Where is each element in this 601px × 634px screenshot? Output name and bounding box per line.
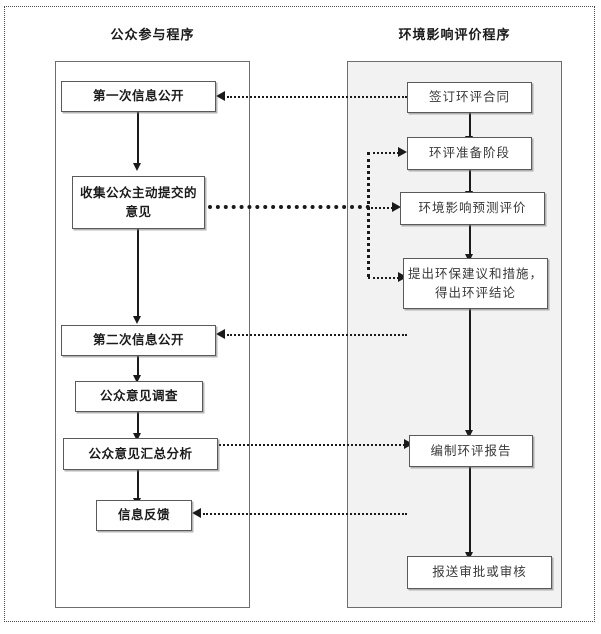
dotted-contract-to-first-disclosure: [227, 96, 407, 98]
connector-prediction-to-measures: [469, 225, 471, 258]
node-submit-approval[interactable]: 报送审批或审核: [407, 556, 552, 589]
node-compile-report-label: 编制环评报告: [430, 442, 512, 458]
dotted-collect-to-spine: [208, 205, 370, 209]
connector-prepare-to-prediction: [469, 170, 471, 194]
node-opinion-analysis[interactable]: 公众意见汇总分析: [63, 438, 218, 470]
arrowhead-measures-to-second-disclosure: [216, 329, 225, 339]
node-information-feedback-label: 信息反馈: [117, 507, 170, 523]
arrowhead-report-to-feedback: [192, 508, 201, 518]
connector-report-to-submit: [469, 467, 471, 555]
arrowhead-spine-to-measures: [398, 272, 407, 282]
arrowhead-measures-to-report: [465, 430, 473, 438]
node-public-opinion-survey-label: 公众意见调查: [99, 388, 178, 404]
node-impact-prediction[interactable]: 环境影响预测评价: [400, 192, 545, 225]
dotted-spine-to-prepare: [368, 152, 399, 154]
arrowhead-collect-to-second: [133, 316, 141, 324]
arrowhead-contract-to-first-disclosure: [216, 91, 225, 101]
node-collect-opinions-label: 收集公众主动提交的意见: [79, 185, 197, 219]
node-second-disclosure-label: 第二次信息公开: [92, 332, 184, 348]
node-first-disclosure[interactable]: 第一次信息公开: [61, 81, 216, 112]
dotted-report-to-feedback: [203, 513, 407, 515]
connector-contract-to-prepare: [469, 113, 471, 140]
arrowhead-first-to-collect: [133, 163, 141, 171]
arrowhead-survey-to-analysis: [133, 433, 141, 441]
node-prepare-stage[interactable]: 环评准备阶段: [407, 137, 532, 170]
node-prepare-stage-label: 环评准备阶段: [428, 145, 510, 161]
node-sign-contract-label: 签订环评合同: [428, 89, 510, 105]
dotted-measures-to-second-disclosure: [227, 334, 407, 336]
column-title-public-participation: 公众参与程序: [110, 28, 195, 43]
column-title-eia-procedure: 环境影响评价程序: [398, 28, 511, 43]
connector-second-to-survey: [137, 355, 139, 378]
outer-dotted-frame: [4, 6, 595, 622]
node-public-opinion-survey[interactable]: 公众意见调查: [75, 381, 203, 412]
arrowhead-spine-to-prediction: [392, 202, 401, 212]
arrowhead-analysis-to-report: [404, 439, 413, 449]
node-information-feedback[interactable]: 信息反馈: [96, 500, 192, 531]
dotted-spine-to-measures: [368, 277, 399, 279]
node-submit-approval-label: 报送审批或审核: [432, 564, 527, 580]
node-collect-opinions[interactable]: 收集公众主动提交的意见: [72, 176, 205, 229]
connector-survey-to-analysis: [137, 412, 139, 436]
node-second-disclosure[interactable]: 第二次信息公开: [61, 325, 216, 356]
arrowhead-spine-to-prepare: [398, 147, 407, 157]
node-compile-report[interactable]: 编制环评报告: [409, 435, 533, 467]
dotted-analysis-to-report: [219, 444, 405, 446]
connector-first-to-collect: [137, 111, 139, 165]
connector-measures-to-report: [469, 309, 471, 434]
node-opinion-analysis-label: 公众意见汇总分析: [88, 445, 193, 461]
node-propose-measures[interactable]: 提出环保建议和措施，得出环评结论: [403, 258, 548, 309]
node-impact-prediction-label: 环境影响预测评价: [418, 200, 527, 216]
node-first-disclosure-label: 第一次信息公开: [92, 88, 184, 104]
dotted-spine-to-prediction: [368, 207, 393, 209]
node-sign-contract[interactable]: 签订环评合同: [407, 82, 532, 113]
connector-collect-to-second: [137, 228, 139, 318]
arrowhead-second-to-survey: [133, 375, 141, 383]
dotted-spine-vertical: [367, 152, 370, 277]
connector-analysis-to-feedback: [137, 470, 139, 501]
node-propose-measures-label: 提出环保建议和措施，得出环评结论: [408, 266, 544, 300]
